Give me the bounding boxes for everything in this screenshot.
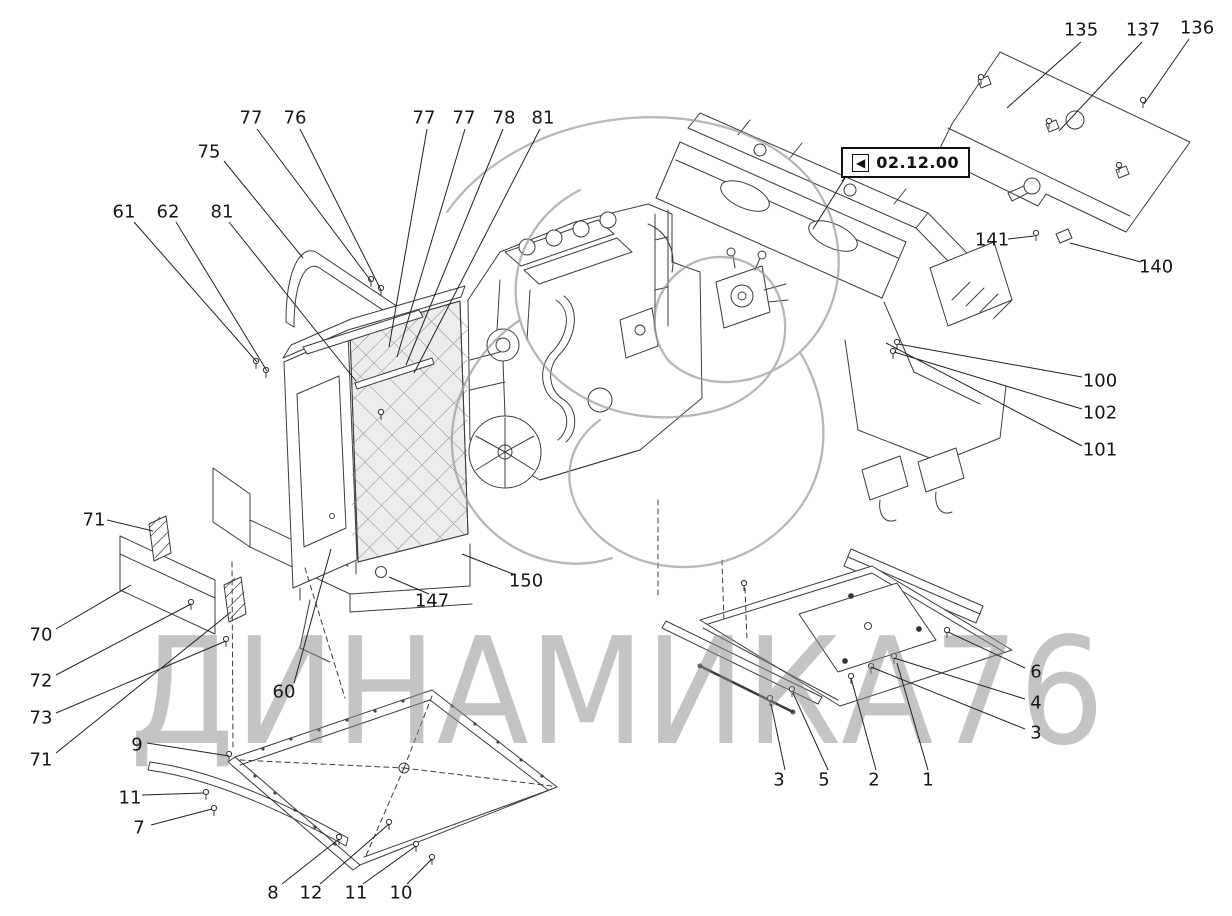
callout-135: 135 xyxy=(1063,19,1099,41)
callout-73: 73 xyxy=(29,707,53,729)
callout-12: 12 xyxy=(299,882,323,904)
callout-62: 62 xyxy=(156,201,180,223)
callout-140: 140 xyxy=(1138,256,1174,278)
callout-60: 60 xyxy=(272,681,296,703)
callout-81-2: 81 xyxy=(210,201,234,223)
callout-61: 61 xyxy=(112,201,136,223)
leader-lines xyxy=(55,38,1190,885)
callout-147: 147 xyxy=(414,590,450,612)
floor-panel-left xyxy=(147,689,558,871)
frame-sill-panel xyxy=(655,112,1013,522)
callout-9: 9 xyxy=(131,734,143,756)
heat-shield xyxy=(935,51,1191,244)
callout-137: 137 xyxy=(1125,19,1161,41)
back-reference-icon: ◀ xyxy=(852,153,870,172)
engine xyxy=(467,203,789,489)
callout-100: 100 xyxy=(1082,370,1118,392)
callout-6: 6 xyxy=(1030,661,1042,683)
callout-10: 10 xyxy=(389,882,413,904)
callout-75: 75 xyxy=(197,141,221,163)
radiator-mesh xyxy=(350,303,469,562)
callout-101: 101 xyxy=(1082,439,1118,461)
callout-2: 2 xyxy=(868,769,880,791)
callout-8: 8 xyxy=(267,882,279,904)
callout-72: 72 xyxy=(29,670,53,692)
callout-136: 136 xyxy=(1179,17,1215,39)
callout-71-1: 71 xyxy=(82,509,106,531)
callout-76: 76 xyxy=(283,107,307,129)
callout-7: 7 xyxy=(133,817,145,839)
callout-150: 150 xyxy=(508,570,544,592)
chassis-frame xyxy=(212,467,473,663)
callout-70: 70 xyxy=(29,624,53,646)
callout-141: 141 xyxy=(974,229,1010,251)
callout-5: 5 xyxy=(818,769,830,791)
callout-1: 1 xyxy=(922,769,934,791)
callout-4: 4 xyxy=(1030,692,1042,714)
callout-3-2: 3 xyxy=(1030,722,1042,744)
reference-code: 02.12.00 xyxy=(876,153,960,172)
callout-77-2: 77 xyxy=(412,107,436,129)
watermark-logo xyxy=(445,116,840,569)
watermark-text: ДИНАМИКА76 xyxy=(130,606,1105,778)
machinery-line-art xyxy=(119,51,1191,871)
reference-box[interactable]: ◀ 02.12.00 xyxy=(841,147,971,178)
callout-81-1: 81 xyxy=(531,107,555,129)
callout-11-1: 11 xyxy=(118,787,142,809)
radiator xyxy=(282,250,469,601)
callout-77-1: 77 xyxy=(239,107,263,129)
callout-78: 78 xyxy=(492,107,516,129)
callout-3-1: 3 xyxy=(773,769,785,791)
callout-71-2: 71 xyxy=(29,749,53,771)
callout-102: 102 xyxy=(1082,402,1118,424)
callout-77-3: 77 xyxy=(452,107,476,129)
dashed-alignment-lines xyxy=(231,499,748,859)
callout-11-2: 11 xyxy=(344,882,368,904)
